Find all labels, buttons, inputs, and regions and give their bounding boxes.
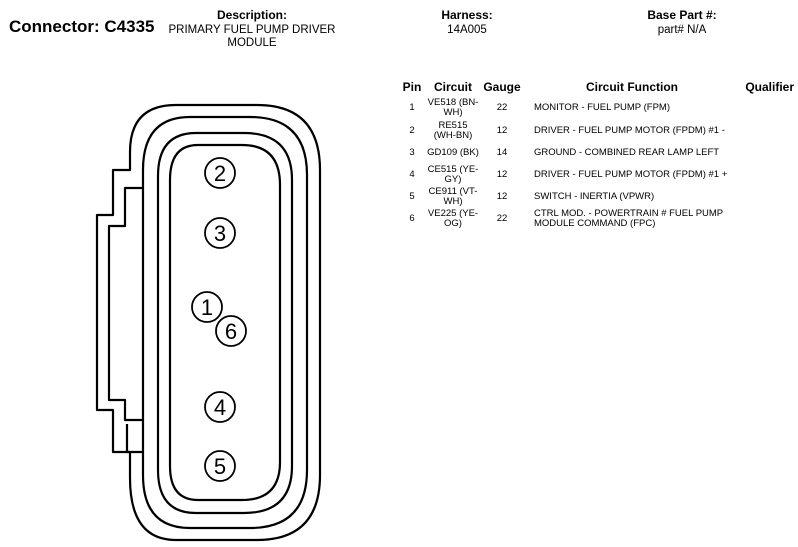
pin-table: Pin Circuit Gauge Circuit Function Quali…	[397, 78, 794, 230]
pin-1-circle	[191, 291, 223, 323]
circuit-cell: GD109 (BK)	[427, 147, 479, 158]
description-label: Description:	[216, 8, 287, 22]
connector-inner-shell	[141, 115, 309, 530]
pin-2-circle	[204, 157, 236, 189]
header-qualifier: Qualifier	[745, 80, 794, 94]
circuit-cell: CE911 (VT-WH)	[428, 186, 478, 207]
gauge-cell: 12	[496, 125, 508, 136]
gauge-cell: 14	[496, 147, 508, 158]
gauge-cell: 22	[496, 102, 508, 113]
header-circuit: Circuit	[433, 80, 472, 94]
pin-cell: 2	[409, 125, 415, 136]
pin-cell: 6	[409, 213, 415, 224]
connector-cavity	[156, 131, 294, 515]
function-cell: GROUND - COMBINED REAR LAMP LEFT	[534, 147, 720, 158]
circuit-cell: VE225 (YE-OG)	[427, 208, 479, 229]
pin-cell: 4	[409, 169, 415, 180]
connector-cavity-inner	[168, 143, 282, 502]
table-row: 6 VE225 (YE-OG) 22 CTRL MOD. - POWERTRAI…	[397, 208, 794, 230]
function-cell: SWITCH - INERTIA (VPWR)	[534, 191, 655, 202]
function-cell: DRIVER - FUEL PUMP MOTOR (FPDM) #1 +	[534, 169, 728, 180]
gauge-cell: 22	[496, 213, 508, 224]
table-row: 1 VE518 (BN-WH) 22 MONITOR - FUEL PUMP (…	[397, 96, 794, 120]
header-pin: Pin	[402, 80, 422, 94]
pin-6-circle	[215, 315, 247, 347]
harness-label: Harness:	[441, 8, 493, 22]
base-part-label: Base Part #:	[647, 8, 717, 22]
table-row: 3 GD109 (BK) 14 GROUND - COMBINED REAR L…	[397, 142, 794, 164]
circuit-cell: VE518 (BN-WH)	[427, 97, 479, 118]
circuit-cell: CE515 (YE-GY)	[427, 164, 479, 185]
header-gauge: Gauge	[483, 80, 521, 94]
gauge-cell: 12	[496, 169, 508, 180]
connector-outer-shell	[95, 103, 322, 542]
pin-3-label: 3	[214, 221, 226, 246]
pin-1-label: 1	[201, 295, 213, 320]
function-cell: MONITOR - FUEL PUMP (FPM)	[534, 102, 670, 113]
function-cell: DRIVER - FUEL PUMP MOTOR (FPDM) #1 -	[534, 125, 725, 136]
harness-value: 14A005	[447, 24, 487, 36]
header-function: Circuit Function	[586, 80, 678, 94]
function-cell: CTRL MOD. - POWERTRAIN # FUEL PUMP MODUL…	[534, 208, 723, 229]
pin-6-label: 6	[225, 319, 237, 344]
table-row: 5 CE911 (VT-WH) 12 SWITCH - INERTIA (VPW…	[397, 186, 794, 208]
pin-2-label: 2	[214, 161, 226, 186]
table-row: 2 RE515 (WH-BN) 12 DRIVER - FUEL PUMP MO…	[397, 120, 794, 142]
connector-title: Connector: C4335	[9, 17, 155, 36]
pin-5-label: 5	[214, 454, 226, 479]
pin-5-circle	[204, 450, 236, 482]
description-value: PRIMARY FUEL PUMP DRIVER MODULE	[168, 24, 336, 49]
pin-4-label: 4	[214, 395, 226, 420]
pin-cell: 1	[409, 102, 415, 113]
circuit-cell: RE515 (WH-BN)	[433, 120, 473, 141]
connector-key-notch	[125, 424, 143, 454]
table-row: 4 CE515 (YE-GY) 12 DRIVER - FUEL PUMP MO…	[397, 164, 794, 186]
pin-3-circle	[204, 217, 236, 249]
connector-latch-outline	[107, 186, 143, 422]
pin-4-circle	[204, 391, 236, 423]
pin-cell: 3	[409, 147, 415, 158]
gauge-cell: 12	[496, 191, 508, 202]
pin-cell: 5	[409, 191, 415, 202]
base-part-value: part# N/A	[657, 24, 707, 36]
pin-table-header: Pin Circuit Gauge Circuit Function Quali…	[397, 78, 794, 96]
